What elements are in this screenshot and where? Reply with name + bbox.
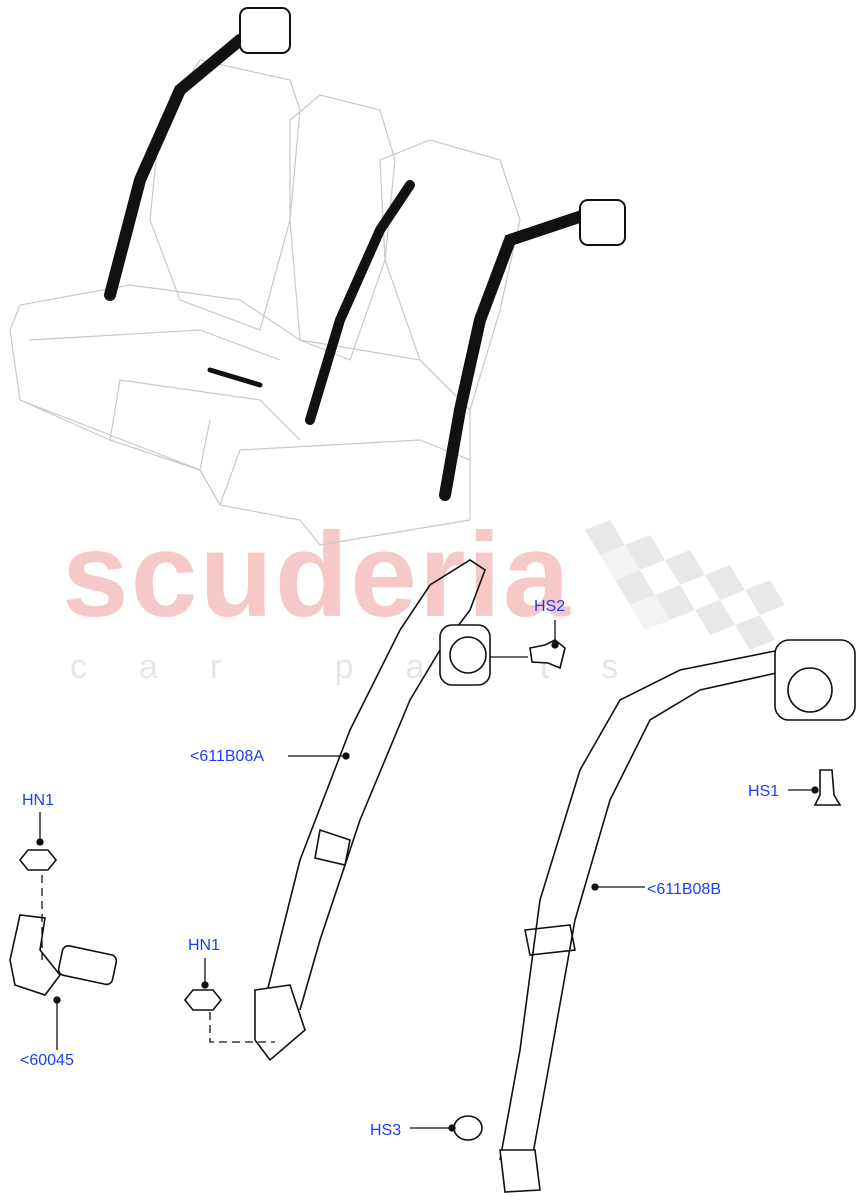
nut-hn1-left — [18, 849, 58, 871]
callout-hs2: HS2 — [534, 598, 566, 615]
callout-611B08B: <611B08B — [647, 881, 721, 898]
callout-hn1-mid: HN1 — [188, 937, 221, 954]
seat-belt-611B08A — [254, 559, 491, 1062]
leader-lines — [36, 620, 819, 1132]
fasteners — [18, 639, 842, 1141]
installed-belts — [104, 24, 591, 501]
callout-611B08A: <611B08A — [190, 748, 264, 765]
bolt-hs1 — [813, 769, 842, 806]
watermark-title: scuderia — [62, 508, 572, 642]
bolt-hs2 — [529, 639, 566, 670]
watermark-subtitle: car parts — [70, 648, 671, 686]
checkered-flag-watermark — [585, 520, 785, 650]
callout-hn1-left: HN1 — [22, 792, 55, 809]
buckle-60045 — [9, 914, 118, 996]
callout-60045: <60045 — [20, 1052, 74, 1069]
nut-hn1-mid — [183, 989, 223, 1011]
callout-hs1: HS1 — [748, 783, 780, 800]
bolt-hs3 — [453, 1115, 483, 1141]
seat-belt-611B08B — [499, 639, 856, 1193]
callout-hs3: HS3 — [370, 1122, 402, 1139]
installed-retractors — [239, 7, 626, 246]
rear-seat-assembly — [9, 59, 521, 546]
